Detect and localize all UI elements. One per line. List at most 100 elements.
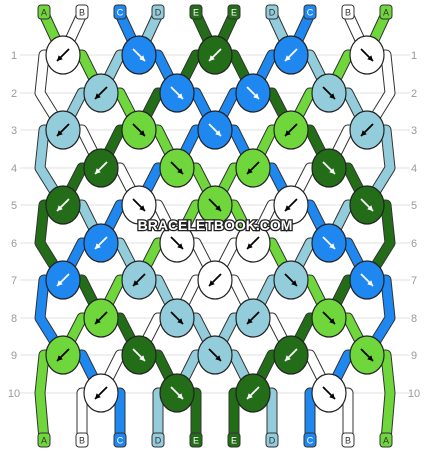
- row-label-left: 5: [11, 200, 17, 212]
- thread-label-top: D: [155, 8, 162, 18]
- knot-arrow-head: [367, 280, 373, 286]
- row-label-right: 10: [408, 388, 420, 400]
- knot-arrow-head: [209, 280, 215, 286]
- thread-badge: [75, 432, 89, 448]
- thread-badge: [37, 4, 51, 20]
- thread-label-bottom: C: [307, 436, 314, 446]
- thread-badge: [379, 4, 393, 20]
- thread-badge: [227, 4, 241, 20]
- row-label-left: 9: [11, 350, 17, 362]
- row-label-left: 3: [11, 125, 17, 137]
- thread-badge: [75, 4, 89, 20]
- knot-arrow-head: [95, 393, 101, 399]
- knot-arrow-head: [329, 93, 335, 99]
- thread-label-bottom: E: [231, 436, 237, 446]
- knot-arrow-head: [329, 243, 335, 249]
- knot-arrow-head: [139, 130, 145, 136]
- knot-arrow-head: [177, 243, 183, 249]
- knot-arrow-head: [57, 55, 63, 61]
- thread-label-top: B: [345, 8, 351, 18]
- row-label-left: 6: [11, 238, 17, 250]
- knot-arrow-head: [367, 205, 373, 211]
- row-label-right: 6: [411, 238, 417, 250]
- thread-label-bottom: B: [345, 436, 351, 446]
- thread-label-top: E: [193, 8, 199, 18]
- row-label-left: 2: [11, 88, 17, 100]
- knot-arrow-head: [247, 318, 253, 324]
- thread-label-bottom: E: [193, 436, 199, 446]
- knot-arrow-head: [285, 130, 291, 136]
- thread-badge: [303, 432, 317, 448]
- thread-badge: [227, 432, 241, 448]
- knot-arrow-head: [95, 168, 101, 174]
- thread-badge: [379, 432, 393, 448]
- row-label-left: 4: [11, 163, 17, 175]
- row-label-left: 7: [11, 275, 17, 287]
- knot-grid: [45, 35, 385, 413]
- thread-label-bottom: B: [79, 436, 85, 446]
- knot-arrow-head: [285, 55, 291, 61]
- knot-arrow-head: [139, 55, 145, 61]
- knot-arrow-head: [95, 243, 101, 249]
- thread-badge: [151, 432, 165, 448]
- thread-label-bottom: A: [383, 436, 389, 446]
- thread-badge: [151, 4, 165, 20]
- knot-arrow-head: [57, 130, 63, 136]
- thread-label-top: D: [269, 8, 276, 18]
- knot-arrow-head: [139, 205, 145, 211]
- knot-arrow-head: [95, 318, 101, 324]
- knot-arrow-head: [177, 318, 183, 324]
- row-label-right: 8: [411, 313, 417, 325]
- row-label-left: 8: [11, 313, 17, 325]
- row-label-right: 2: [411, 88, 417, 100]
- thread-badge: [113, 432, 127, 448]
- knot-arrow-head: [57, 280, 63, 286]
- knot-arrow-head: [329, 318, 335, 324]
- knot-arrow-head: [215, 205, 221, 211]
- knot-arrow-head: [247, 168, 253, 174]
- thread-badge: [341, 4, 355, 20]
- row-label-right: 3: [411, 125, 417, 137]
- thread-badge: [37, 432, 51, 448]
- knot-arrow-head: [57, 355, 63, 361]
- thread-label-bottom: A: [41, 436, 47, 446]
- knot-arrow-head: [247, 393, 253, 399]
- thread-label-bottom: D: [155, 436, 162, 446]
- watermark: BRACELETBOOK.COM: [138, 217, 293, 233]
- thread-label-top: B: [79, 8, 85, 18]
- row-label-right: 5: [411, 200, 417, 212]
- knot-arrow-head: [215, 355, 221, 361]
- thread-badge: [189, 4, 203, 20]
- knot-arrow-head: [57, 205, 63, 211]
- knot-arrow-head: [329, 168, 335, 174]
- knot-arrow-head: [367, 355, 373, 361]
- thread-badge: [265, 432, 279, 448]
- knot-arrow-head: [253, 93, 259, 99]
- thread-label-top: E: [231, 8, 237, 18]
- thread-badge: [341, 432, 355, 448]
- thread-badge: [189, 432, 203, 448]
- knot-arrow-head: [247, 243, 253, 249]
- knot-arrow-head: [95, 93, 101, 99]
- knot-arrow-head: [133, 280, 139, 286]
- thread-badge: [265, 4, 279, 20]
- thread-label-bottom: C: [117, 436, 124, 446]
- knot-arrow-head: [291, 280, 297, 286]
- row-label-right: 1: [411, 50, 417, 62]
- knot-arrow-head: [177, 168, 183, 174]
- knot-arrow-head: [215, 130, 221, 136]
- thread-label-top: A: [41, 8, 47, 18]
- thread-label-top: C: [307, 8, 314, 18]
- knot-arrow-head: [361, 130, 367, 136]
- row-label-left: 10: [8, 388, 20, 400]
- knot-arrow-head: [177, 393, 183, 399]
- row-label-right: 7: [411, 275, 417, 287]
- thread-label-top: A: [383, 8, 389, 18]
- thread-badge: [113, 4, 127, 20]
- knot-arrow-head: [329, 393, 335, 399]
- knot-arrow-head: [139, 355, 145, 361]
- row-label-right: 4: [411, 163, 417, 175]
- row-label-right: 9: [411, 350, 417, 362]
